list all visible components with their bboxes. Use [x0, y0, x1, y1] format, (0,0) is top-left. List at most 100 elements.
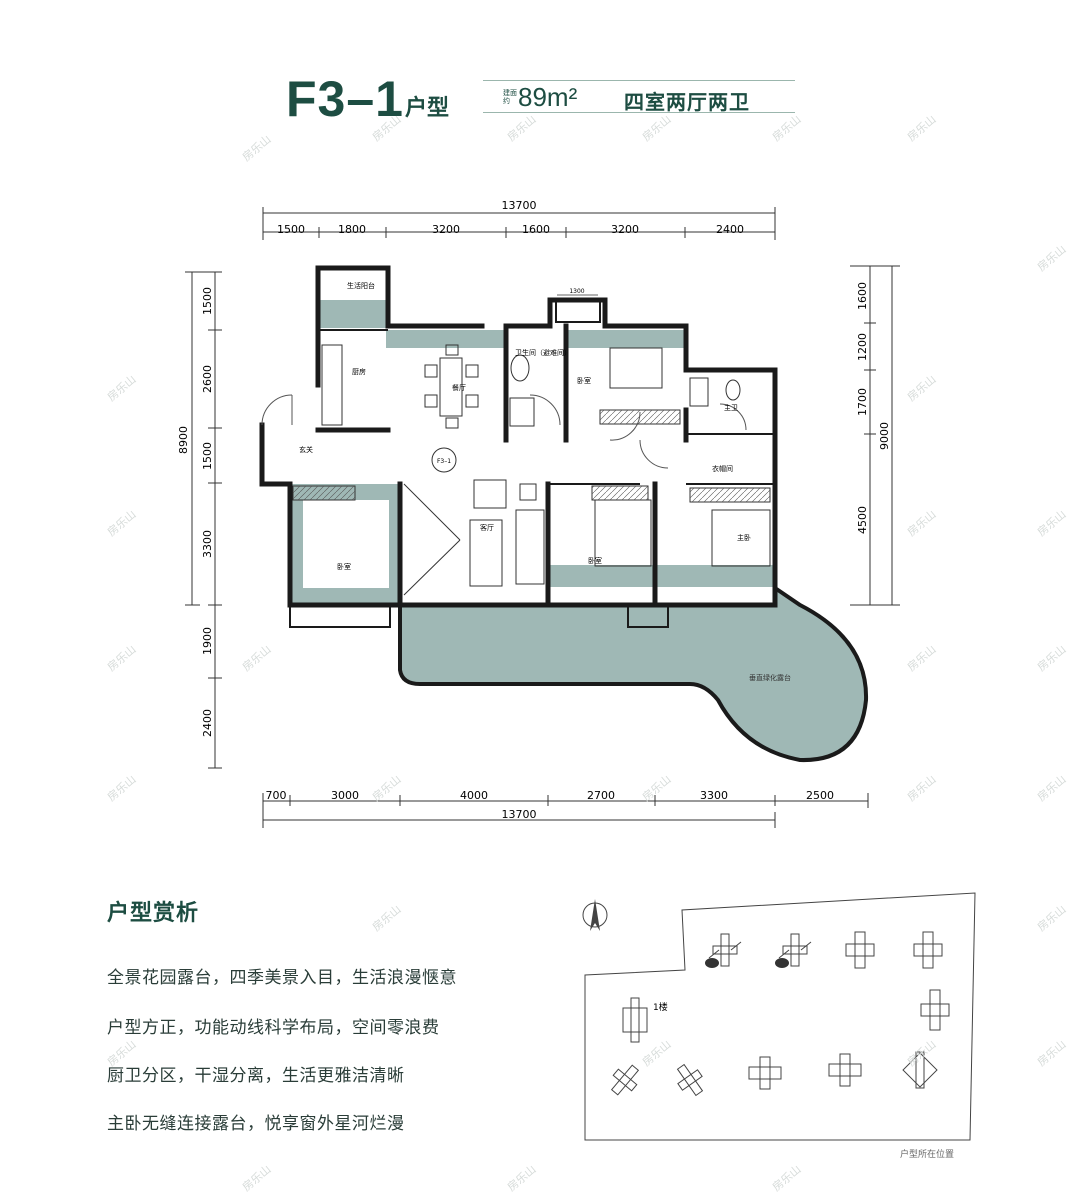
- sofa: [515, 509, 545, 585]
- kitchen-counter: [321, 344, 343, 426]
- header-rule-bottom: [483, 112, 795, 113]
- wardrobe-west: [293, 486, 355, 500]
- buildings: [610, 931, 950, 1097]
- toilet-1: [510, 354, 530, 382]
- right-dim-4: 4500: [856, 506, 869, 534]
- building-icon: [610, 1064, 640, 1096]
- room-bedroom-north: 卧室: [577, 376, 591, 385]
- floor-plan: 13700 1500 1800 3200 1600 3200 2400 700 …: [0, 190, 1080, 844]
- building-icon: [778, 933, 812, 967]
- bottom-dim-6: 2500: [806, 789, 834, 802]
- watermark: 房乐山: [1035, 1037, 1069, 1069]
- top-dim-3: 3200: [432, 223, 460, 236]
- room-kitchen: 厨房: [352, 367, 366, 376]
- site-map: 1楼: [560, 885, 980, 1149]
- room-living: 客厅: [480, 523, 494, 532]
- top-total-dim: 13700: [502, 199, 537, 212]
- terrace-label: 垂直绿化露台: [749, 673, 791, 682]
- dining-table: [439, 357, 463, 417]
- building-icon: [828, 1053, 862, 1087]
- bottom-dim-5: 3300: [700, 789, 728, 802]
- area-label: 建面约: [503, 89, 517, 105]
- right-dim-1: 1600: [856, 282, 869, 310]
- left-dim-2: 2600: [201, 365, 214, 393]
- top-dim-5: 3200: [611, 223, 639, 236]
- bottom-dim-1: 700: [266, 789, 287, 802]
- bed-north: [609, 347, 663, 389]
- bed-south: [594, 499, 652, 567]
- top-dim-1: 1500: [277, 223, 305, 236]
- room-master-bedroom: 主卧: [737, 533, 751, 542]
- building-icon: [913, 931, 943, 969]
- shower: [509, 397, 535, 427]
- dining-window-strip: [386, 330, 506, 348]
- watermark: 房乐山: [370, 902, 404, 934]
- bottom-dimensions: [262, 793, 869, 828]
- unit-code-suffix: 户型: [405, 96, 450, 121]
- north-bedroom-strip: [566, 330, 684, 348]
- right-dim-2: 1200: [856, 333, 869, 361]
- feature-1: 全景花园露台，四季美景入目，生活浪漫惬意: [107, 968, 457, 988]
- building-icon: [845, 931, 875, 969]
- building-icon: [622, 997, 648, 1043]
- building-label: 1楼: [653, 1001, 668, 1013]
- toilet-2: [725, 379, 741, 401]
- area-value: 89m²: [518, 82, 578, 112]
- building-icon: [748, 1056, 782, 1090]
- feature-3: 厨卫分区，干湿分离，生活更雅洁清晰: [107, 1066, 405, 1086]
- left-dim-4: 3300: [201, 530, 214, 558]
- top-dimensions: [262, 207, 776, 240]
- room-dining: 餐厅: [452, 383, 466, 392]
- bottom-total-dim: 13700: [502, 808, 537, 821]
- room-entry: 玄关: [299, 445, 313, 454]
- watermark: 房乐山: [1035, 902, 1069, 934]
- window-dim: 1300: [569, 288, 584, 295]
- armchair: [473, 479, 507, 509]
- room-laundry: 生活阳台: [347, 281, 375, 290]
- watermark: 房乐山: [505, 1162, 539, 1194]
- left-dim-5: 1900: [201, 627, 214, 655]
- site-boundary: [584, 892, 976, 1141]
- building-icon: [920, 989, 950, 1031]
- bottom-dim-3: 4000: [460, 789, 488, 802]
- top-dim-2: 1800: [338, 223, 366, 236]
- site-caption: 户型所在位置: [900, 1150, 955, 1160]
- top-dim-4: 1600: [522, 223, 550, 236]
- bottom-dim-2: 3000: [331, 789, 359, 802]
- room-closet: 衣帽间: [712, 464, 733, 473]
- room-bedroom-south: 卧室: [588, 556, 602, 565]
- right-dim-3: 1700: [856, 388, 869, 416]
- left-dim-3: 1500: [201, 442, 214, 470]
- highlight-unit-2: [775, 958, 789, 968]
- left-dim-1: 1500: [201, 287, 214, 315]
- building-icon: [902, 1051, 938, 1089]
- laundry-strip: [318, 300, 386, 328]
- bottom-dim-4: 2700: [587, 789, 615, 802]
- thin-walls: [289, 299, 775, 628]
- watermark: 房乐山: [770, 1162, 804, 1194]
- analysis-title: 户型赏析: [107, 901, 200, 926]
- bed-master: [711, 509, 771, 567]
- right-dimensions: [850, 265, 900, 606]
- room-bedroom-west: 卧室: [337, 562, 351, 571]
- core-label: F3–1: [437, 458, 451, 465]
- left-dimensions: [185, 271, 222, 769]
- north-arrow-icon: [582, 899, 608, 931]
- left-dim-6: 2400: [201, 709, 214, 737]
- highlight-unit-1: [705, 958, 719, 968]
- header-rule-top: [483, 80, 795, 81]
- layout-type: 四室两厅两卫: [624, 90, 750, 114]
- feature-4: 主卧无缝连接露台，悦享窗外星河烂漫: [107, 1114, 405, 1134]
- top-dim-6: 2400: [716, 223, 744, 236]
- room-master-bath: 主卫: [724, 403, 738, 412]
- building-icon: [708, 933, 742, 967]
- feature-2: 户型方正，功能动线科学布局，空间零浪费: [107, 1018, 440, 1038]
- south-bedroom-strip: [548, 565, 773, 587]
- header: F3–1 户型 建面约 89m² 四室两厅两卫: [0, 0, 1080, 140]
- coffee-table: [469, 519, 503, 587]
- building-icon: [676, 1063, 704, 1097]
- wardrobe-north: [600, 410, 680, 424]
- unit-code: F3–1: [286, 71, 404, 127]
- watermark: 房乐山: [240, 1162, 274, 1194]
- left-total-dim: 8900: [177, 426, 190, 454]
